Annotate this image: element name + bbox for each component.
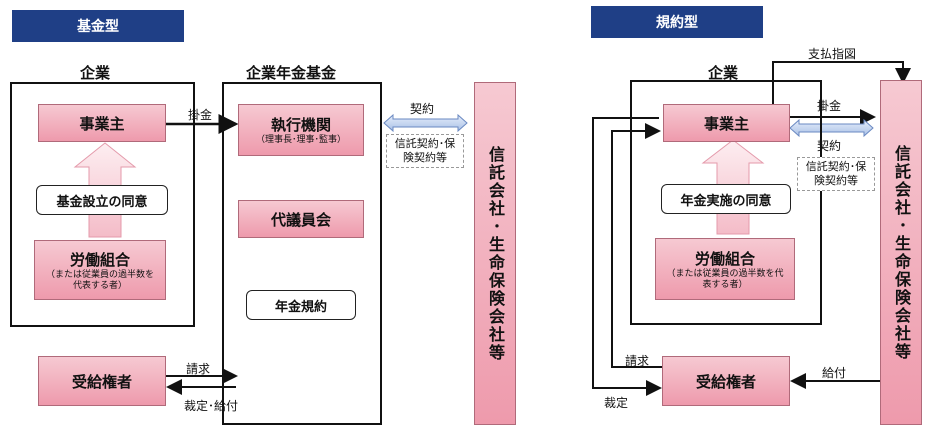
exec-body-label: 執行機関 [270, 116, 331, 134]
right-decision-label: 裁定 [604, 396, 629, 410]
left-trust-company-label: 信託会社･生命保険会社等 [486, 145, 505, 362]
right-company-title: 企業 [708, 64, 739, 82]
contract-double-arrow [383, 113, 468, 133]
payment-instruction-arrow [772, 61, 911, 105]
right-company-frame [630, 80, 822, 325]
left-union-label: 労働組合 [69, 250, 130, 269]
payment-instruction-label: 支払指図 [808, 47, 857, 61]
decision-arrow-right [592, 117, 662, 396]
left-union-sub: （または従業員の過半数を代表する者） [45, 269, 154, 291]
right-union-sub: （または従業員の過半数を代表する者） [666, 268, 784, 290]
left-claim-label: 請求 [186, 362, 211, 376]
right-contract-label: 契約 [817, 139, 842, 153]
right-beneficiary-box: 受給権者 [662, 356, 790, 406]
claim-arrow-right [611, 123, 662, 368]
right-contract-detail: 信託契約･保険契約等 [797, 157, 875, 191]
fund-frame [222, 82, 382, 425]
right-union-label: 労働組合 [694, 249, 755, 268]
right-header: 規約型 [591, 6, 763, 38]
left-contract-detail: 信託契約･保険契約等 [386, 134, 464, 168]
right-trust-company-box: 信託会社･生命保険会社等 [880, 80, 922, 425]
left-union-box: 労働組合 （または従業員の過半数を代表する者） [34, 240, 166, 300]
left-contribution-label: 掛金 [188, 108, 213, 122]
left-beneficiary-box: 受給権者 [38, 356, 166, 406]
left-employer-label: 事業主 [79, 114, 125, 133]
left-trust-company-box: 信託会社･生命保険会社等 [474, 82, 516, 425]
pension-consent-box: 年金実施の同意 [661, 184, 791, 214]
left-header: 基金型 [12, 10, 184, 42]
fund-title: 企業年金基金 [246, 64, 337, 82]
delegates-label: 代議員会 [270, 210, 331, 229]
left-contract-label: 契約 [410, 102, 435, 116]
left-company-frame [10, 82, 195, 327]
right-employer-label: 事業主 [703, 114, 749, 133]
right-trust-company-label: 信託会社･生命保険会社等 [892, 144, 911, 361]
left-decision-payment-label: 裁定･給付 [184, 399, 239, 413]
left-beneficiary-label: 受給権者 [71, 372, 132, 391]
right-payment-label: 給付 [822, 366, 847, 380]
right-contribution-label: 掛金 [817, 99, 842, 113]
right-claim-label: 請求 [625, 354, 650, 368]
left-company-title: 企業 [80, 64, 111, 82]
left-employer-box: 事業主 [38, 104, 166, 142]
right-employer-box: 事業主 [663, 104, 790, 142]
delegates-box: 代議員会 [238, 200, 364, 238]
pension-rules-box: 年金規約 [246, 290, 356, 320]
exec-body-box: 執行機関 （理事長･理事･監事） [238, 104, 364, 156]
contract-double-arrow-right [789, 118, 874, 138]
right-union-box: 労働組合 （または従業員の過半数を代表する者） [655, 238, 795, 300]
fund-consent-box: 基金設立の同意 [36, 185, 168, 215]
right-beneficiary-label: 受給権者 [695, 372, 756, 391]
exec-body-sub: （理事長･理事･監事） [255, 135, 346, 145]
